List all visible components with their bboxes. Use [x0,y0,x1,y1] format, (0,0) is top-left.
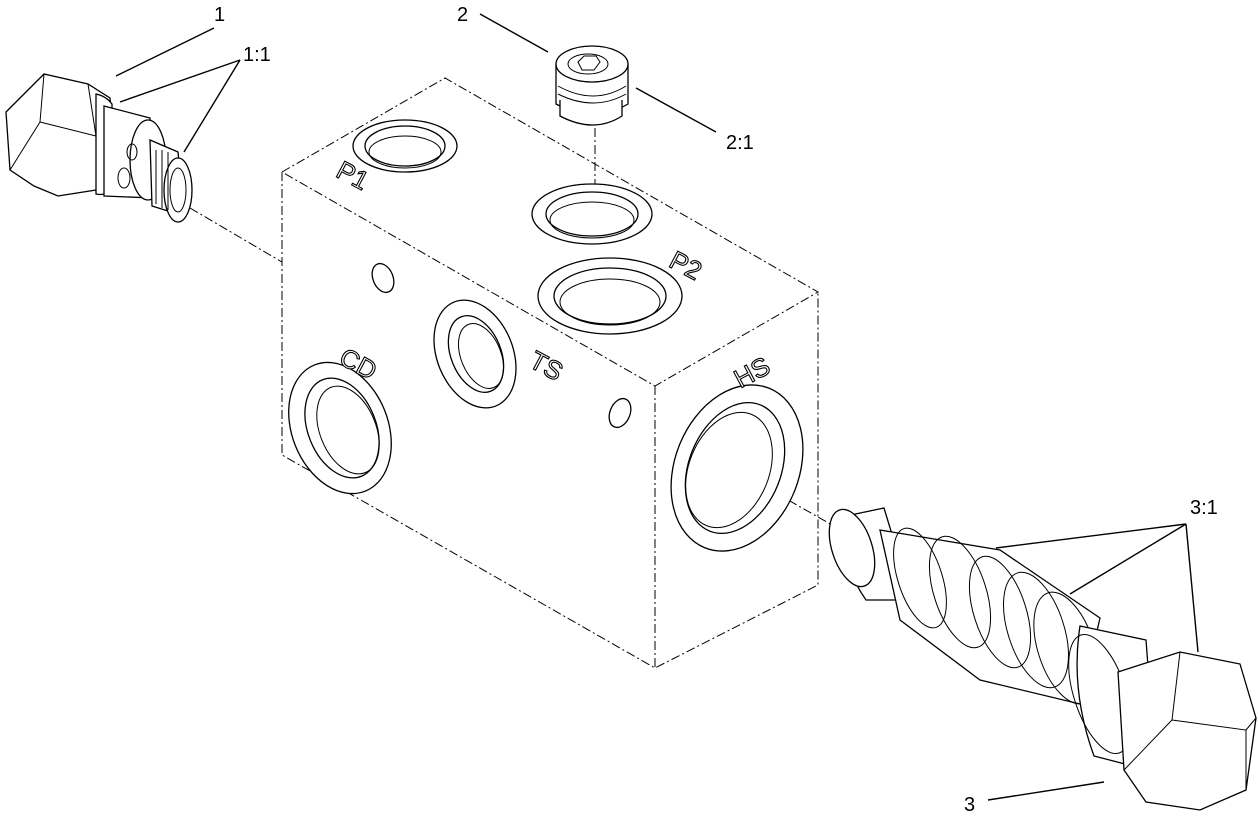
leader-lines [115,13,1199,801]
callout-3: 3 [964,794,975,816]
part-2-plug [555,45,629,126]
port-p1 [352,119,458,173]
port-p2 [537,257,683,335]
callout-1: 1 [214,4,225,26]
callout-2-1: 2:1 [726,132,754,154]
small-holes [371,262,632,429]
callout-1-1: 1:1 [243,44,271,66]
callout-2: 2 [457,4,468,26]
port-label-ts: TS [525,345,568,387]
callout-labels: 1 1:1 2 2:1 3:1 3 [214,4,1218,816]
manifold-block [281,77,820,669]
part-1-cartridge-valve [5,73,193,223]
port-ts [433,299,517,409]
callout-3-1: 3:1 [1190,497,1218,519]
port-cd [288,361,392,495]
part-3-cartridge-valve [828,507,1257,811]
port-hs [670,384,804,552]
port-p2-upper [531,183,653,245]
